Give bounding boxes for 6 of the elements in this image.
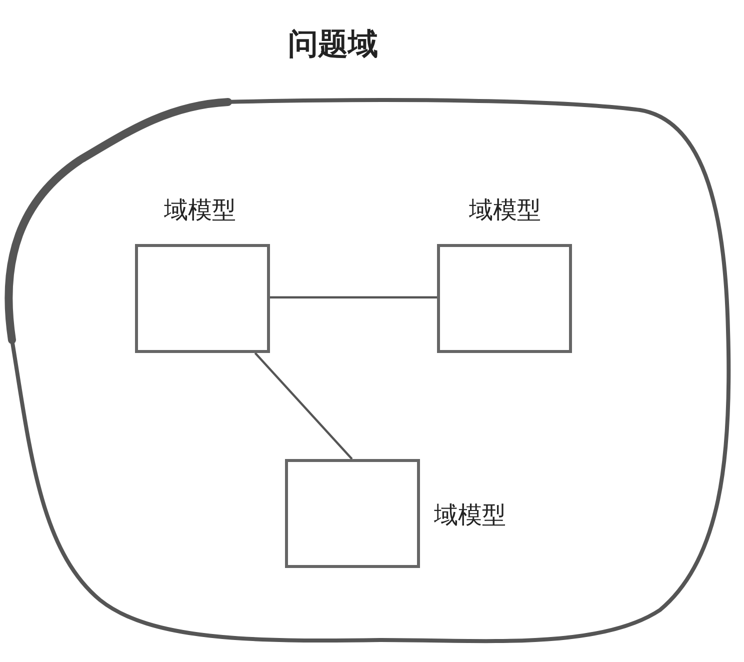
box-label: 域模型 [434,501,506,529]
title-text: 问题域 [288,31,378,59]
connector-line [254,352,353,460]
box-label: 域模型 [164,196,236,224]
box-label: 域模型 [469,196,541,224]
connector-line [270,296,437,299]
